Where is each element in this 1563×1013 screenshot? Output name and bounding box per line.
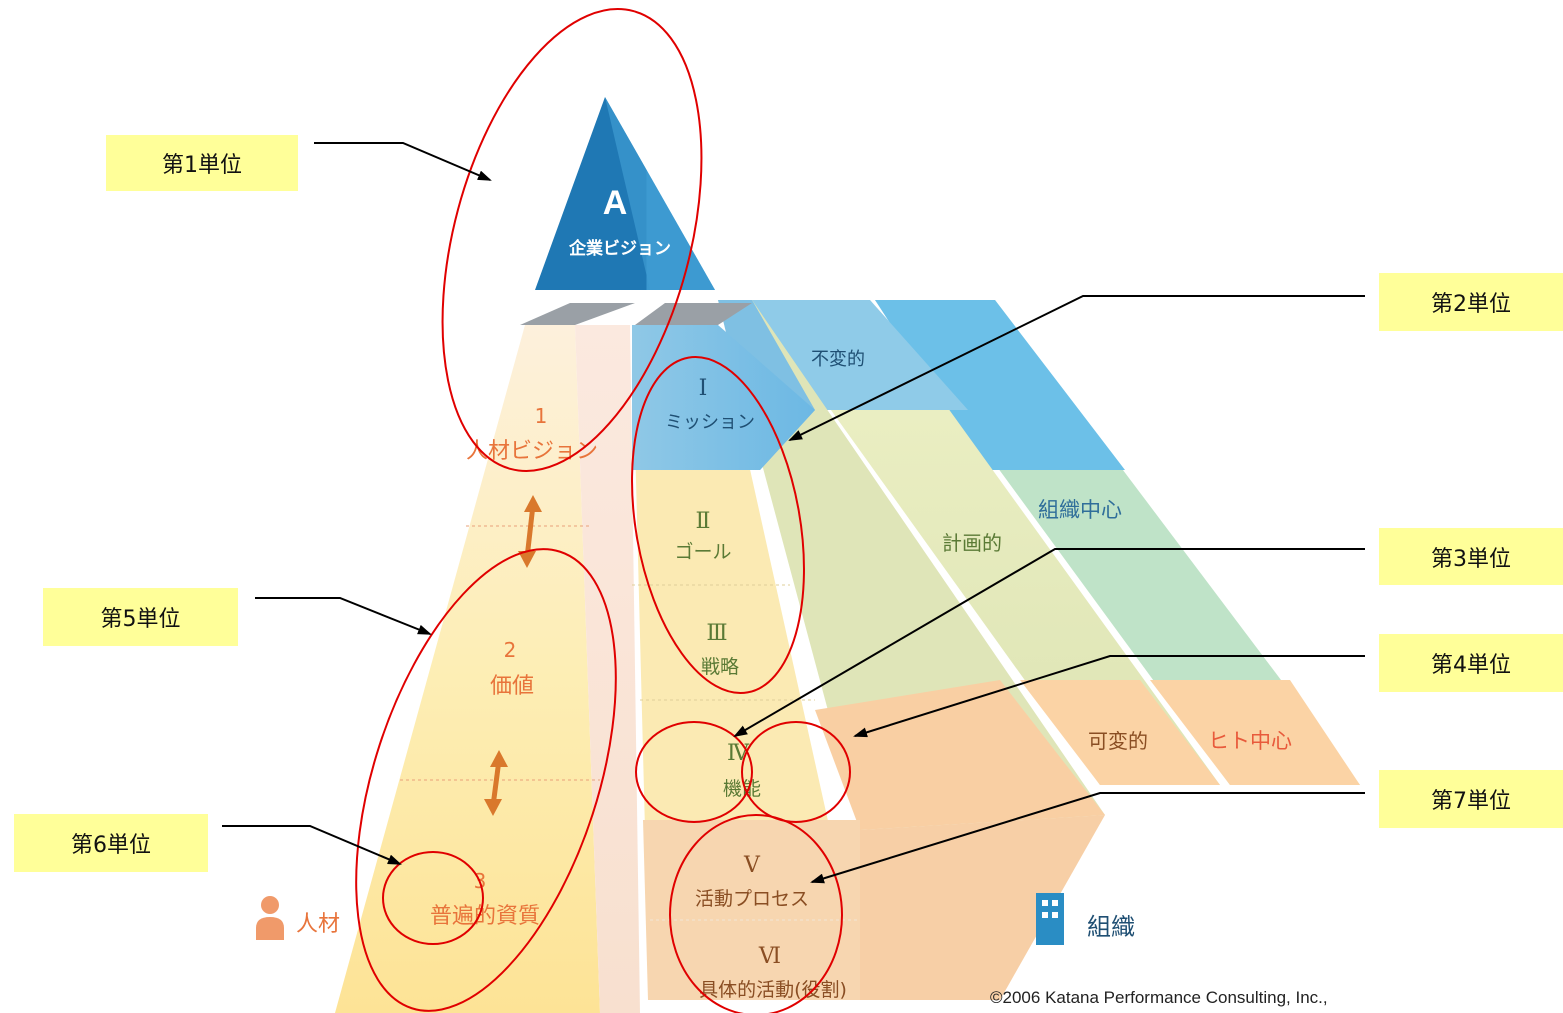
left-item-2-num: 2 xyxy=(504,638,517,662)
org-legend: 組織 xyxy=(1087,913,1135,941)
unit-box-3: 第3単位 xyxy=(1379,528,1563,585)
annotation-ellipses xyxy=(355,8,851,1013)
left-column-side xyxy=(575,325,640,1013)
center-column-cap xyxy=(635,303,752,325)
left-item-1-label: 人材ビジョン xyxy=(466,439,598,464)
top-pyramid: A 企業ビジョン xyxy=(535,97,715,290)
pyramid-letter: A xyxy=(603,184,628,222)
ellipse-unit-1 xyxy=(441,8,703,472)
leader-unit-6 xyxy=(222,825,402,865)
copyright-notice: ©2006 Katana Performance Consulting, Inc… xyxy=(990,988,1328,1007)
unit-box-1: 第1単位 xyxy=(106,135,298,191)
leader-lines xyxy=(222,142,1365,884)
left-column-cap xyxy=(520,303,635,325)
unit-box-2: 第2単位 xyxy=(1379,273,1563,331)
pyramid-label: 企業ビジョン xyxy=(568,238,671,259)
unit-box-7: 第7単位 xyxy=(1379,770,1563,828)
center-item-5-label: 活動プロセス xyxy=(695,888,809,910)
leader-unit-7 xyxy=(810,792,1365,884)
leader-unit-1 xyxy=(314,142,492,181)
leader-unit-2 xyxy=(788,295,1365,441)
double-arrow-1 xyxy=(518,495,542,568)
left-item-1-num: 1 xyxy=(535,404,548,428)
slab-people-bottom xyxy=(1150,680,1360,785)
center-column xyxy=(632,303,860,1000)
center-item-5-num: Ⅴ xyxy=(743,853,761,878)
center-item-3-num: Ⅲ xyxy=(706,621,727,646)
ellipse-unit-6 xyxy=(382,851,484,945)
center-item-2-num: Ⅱ xyxy=(696,509,711,534)
center-item-6-num: Ⅵ xyxy=(758,944,781,969)
leader-unit-4 xyxy=(853,655,1365,738)
left-item-3-label: 普遍的資質 xyxy=(430,904,540,929)
right-slabs xyxy=(718,300,1360,1000)
center-item-6-label: 具体的活動(役割) xyxy=(699,979,847,1001)
leader-unit-3 xyxy=(733,548,1365,738)
ellipse-unit-4 xyxy=(741,721,851,823)
unit-box-5: 第5単位 xyxy=(43,588,238,646)
center-item-1-num: Ⅰ xyxy=(699,376,708,401)
ellipse-unit-7 xyxy=(669,814,843,1013)
unit-box-4: 第4単位 xyxy=(1379,634,1563,692)
center-item-3-label: 戦略 xyxy=(701,656,739,678)
label-invariant: 不変的 xyxy=(811,349,865,370)
building-icon xyxy=(1036,893,1064,945)
center-face-bottom xyxy=(643,820,860,1000)
center-item-1-label: ミッション xyxy=(665,412,755,433)
slab-variable-bottom xyxy=(1020,680,1220,785)
ellipse-unit-3 xyxy=(635,721,753,823)
people-legend: 人材 xyxy=(296,912,340,937)
label-people-centered: ヒト中心 xyxy=(1208,729,1292,753)
center-item-2-label: ゴール xyxy=(674,541,731,563)
slab-center-side-bottom xyxy=(815,680,1105,830)
left-item-2-label: 価値 xyxy=(490,674,534,699)
unit-box-6: 第6単位 xyxy=(14,814,208,872)
slab-center-bottom-front xyxy=(860,815,1105,1000)
label-planned: 計画的 xyxy=(942,531,1002,555)
ellipse-unit-2 xyxy=(631,355,805,695)
leader-unit-5 xyxy=(255,597,432,635)
double-arrow-2 xyxy=(484,750,508,816)
slab-org-top xyxy=(875,300,1125,470)
left-column xyxy=(335,303,640,1013)
slab-planned xyxy=(752,300,1220,785)
person-icon xyxy=(256,896,284,940)
label-org-centered: 組織中心 xyxy=(1038,498,1122,522)
ellipse-unit-5 xyxy=(355,548,617,1012)
label-variable: 可変的 xyxy=(1088,729,1148,753)
